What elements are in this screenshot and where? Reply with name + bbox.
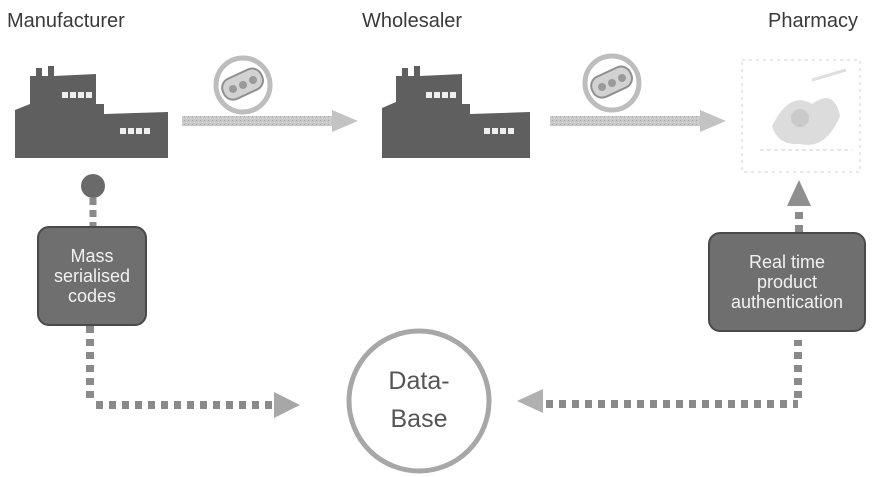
manufacturer-factory-icon <box>15 66 168 158</box>
pill-package-icon <box>213 55 273 115</box>
manufacturer-label: Manufacturer <box>7 10 125 32</box>
arrow-wholesaler-to-pharmacy <box>550 110 726 132</box>
mass-serialised-codes-box: Mass serialised codes <box>37 226 147 326</box>
pharmacy-label: Pharmacy <box>768 10 859 32</box>
box-line: Mass <box>70 246 114 266</box>
dotted-line-to-database <box>86 326 300 418</box>
pharmacy-icon <box>741 59 861 173</box>
box-line: authentication <box>730 292 844 312</box>
arrow-manufacturer-to-wholesaler <box>182 110 358 132</box>
manufacturer-connector <box>81 174 105 226</box>
database-label: Data- Base <box>369 362 469 438</box>
wholesaler-factory-icon <box>382 66 530 158</box>
database-circle <box>346 328 492 474</box>
dotted-line-from-database <box>517 340 802 413</box>
box-line: product <box>756 272 818 292</box>
box-line: Real time <box>748 252 826 272</box>
database-label-line: Data- <box>388 367 450 395</box>
box-line: codes <box>67 286 117 306</box>
pill-package-icon <box>582 53 642 113</box>
pharmacy-connector-arrow <box>787 180 811 232</box>
box-line: serialised <box>53 266 131 286</box>
real-time-authentication-box: Real time product authentication <box>708 232 866 332</box>
database-label-line: Base <box>390 405 448 433</box>
wholesaler-label: Wholesaler <box>362 10 463 32</box>
